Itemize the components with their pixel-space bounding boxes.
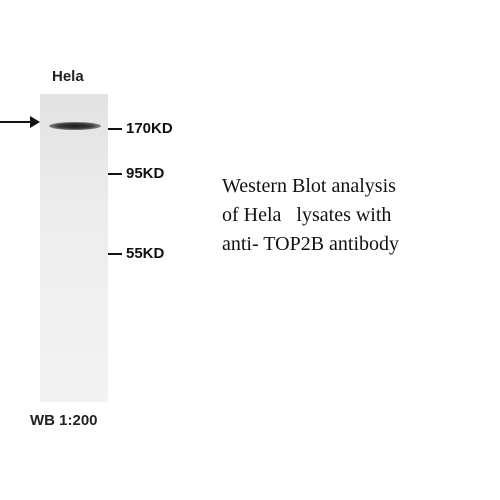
marker-label: 170KD [126,120,173,137]
marker-tick [108,173,122,175]
blot-lane [40,94,108,402]
marker-tick [108,128,122,130]
figure-caption: Western Blot analysis of Hela lysates wi… [222,172,482,259]
marker-label: 95KD [126,165,165,182]
protein-band [49,122,101,130]
marker-tick [108,253,122,255]
arrow-right-icon [0,116,40,128]
lane-label: Hela [52,68,84,85]
caption-line: of Hela lysates with [222,204,392,226]
dilution-label: WB 1:200 [30,412,98,429]
caption-line: Western Blot analysis [222,175,396,197]
caption-line: anti- TOP2B antibody [222,233,400,255]
marker-label: 55KD [126,245,165,262]
